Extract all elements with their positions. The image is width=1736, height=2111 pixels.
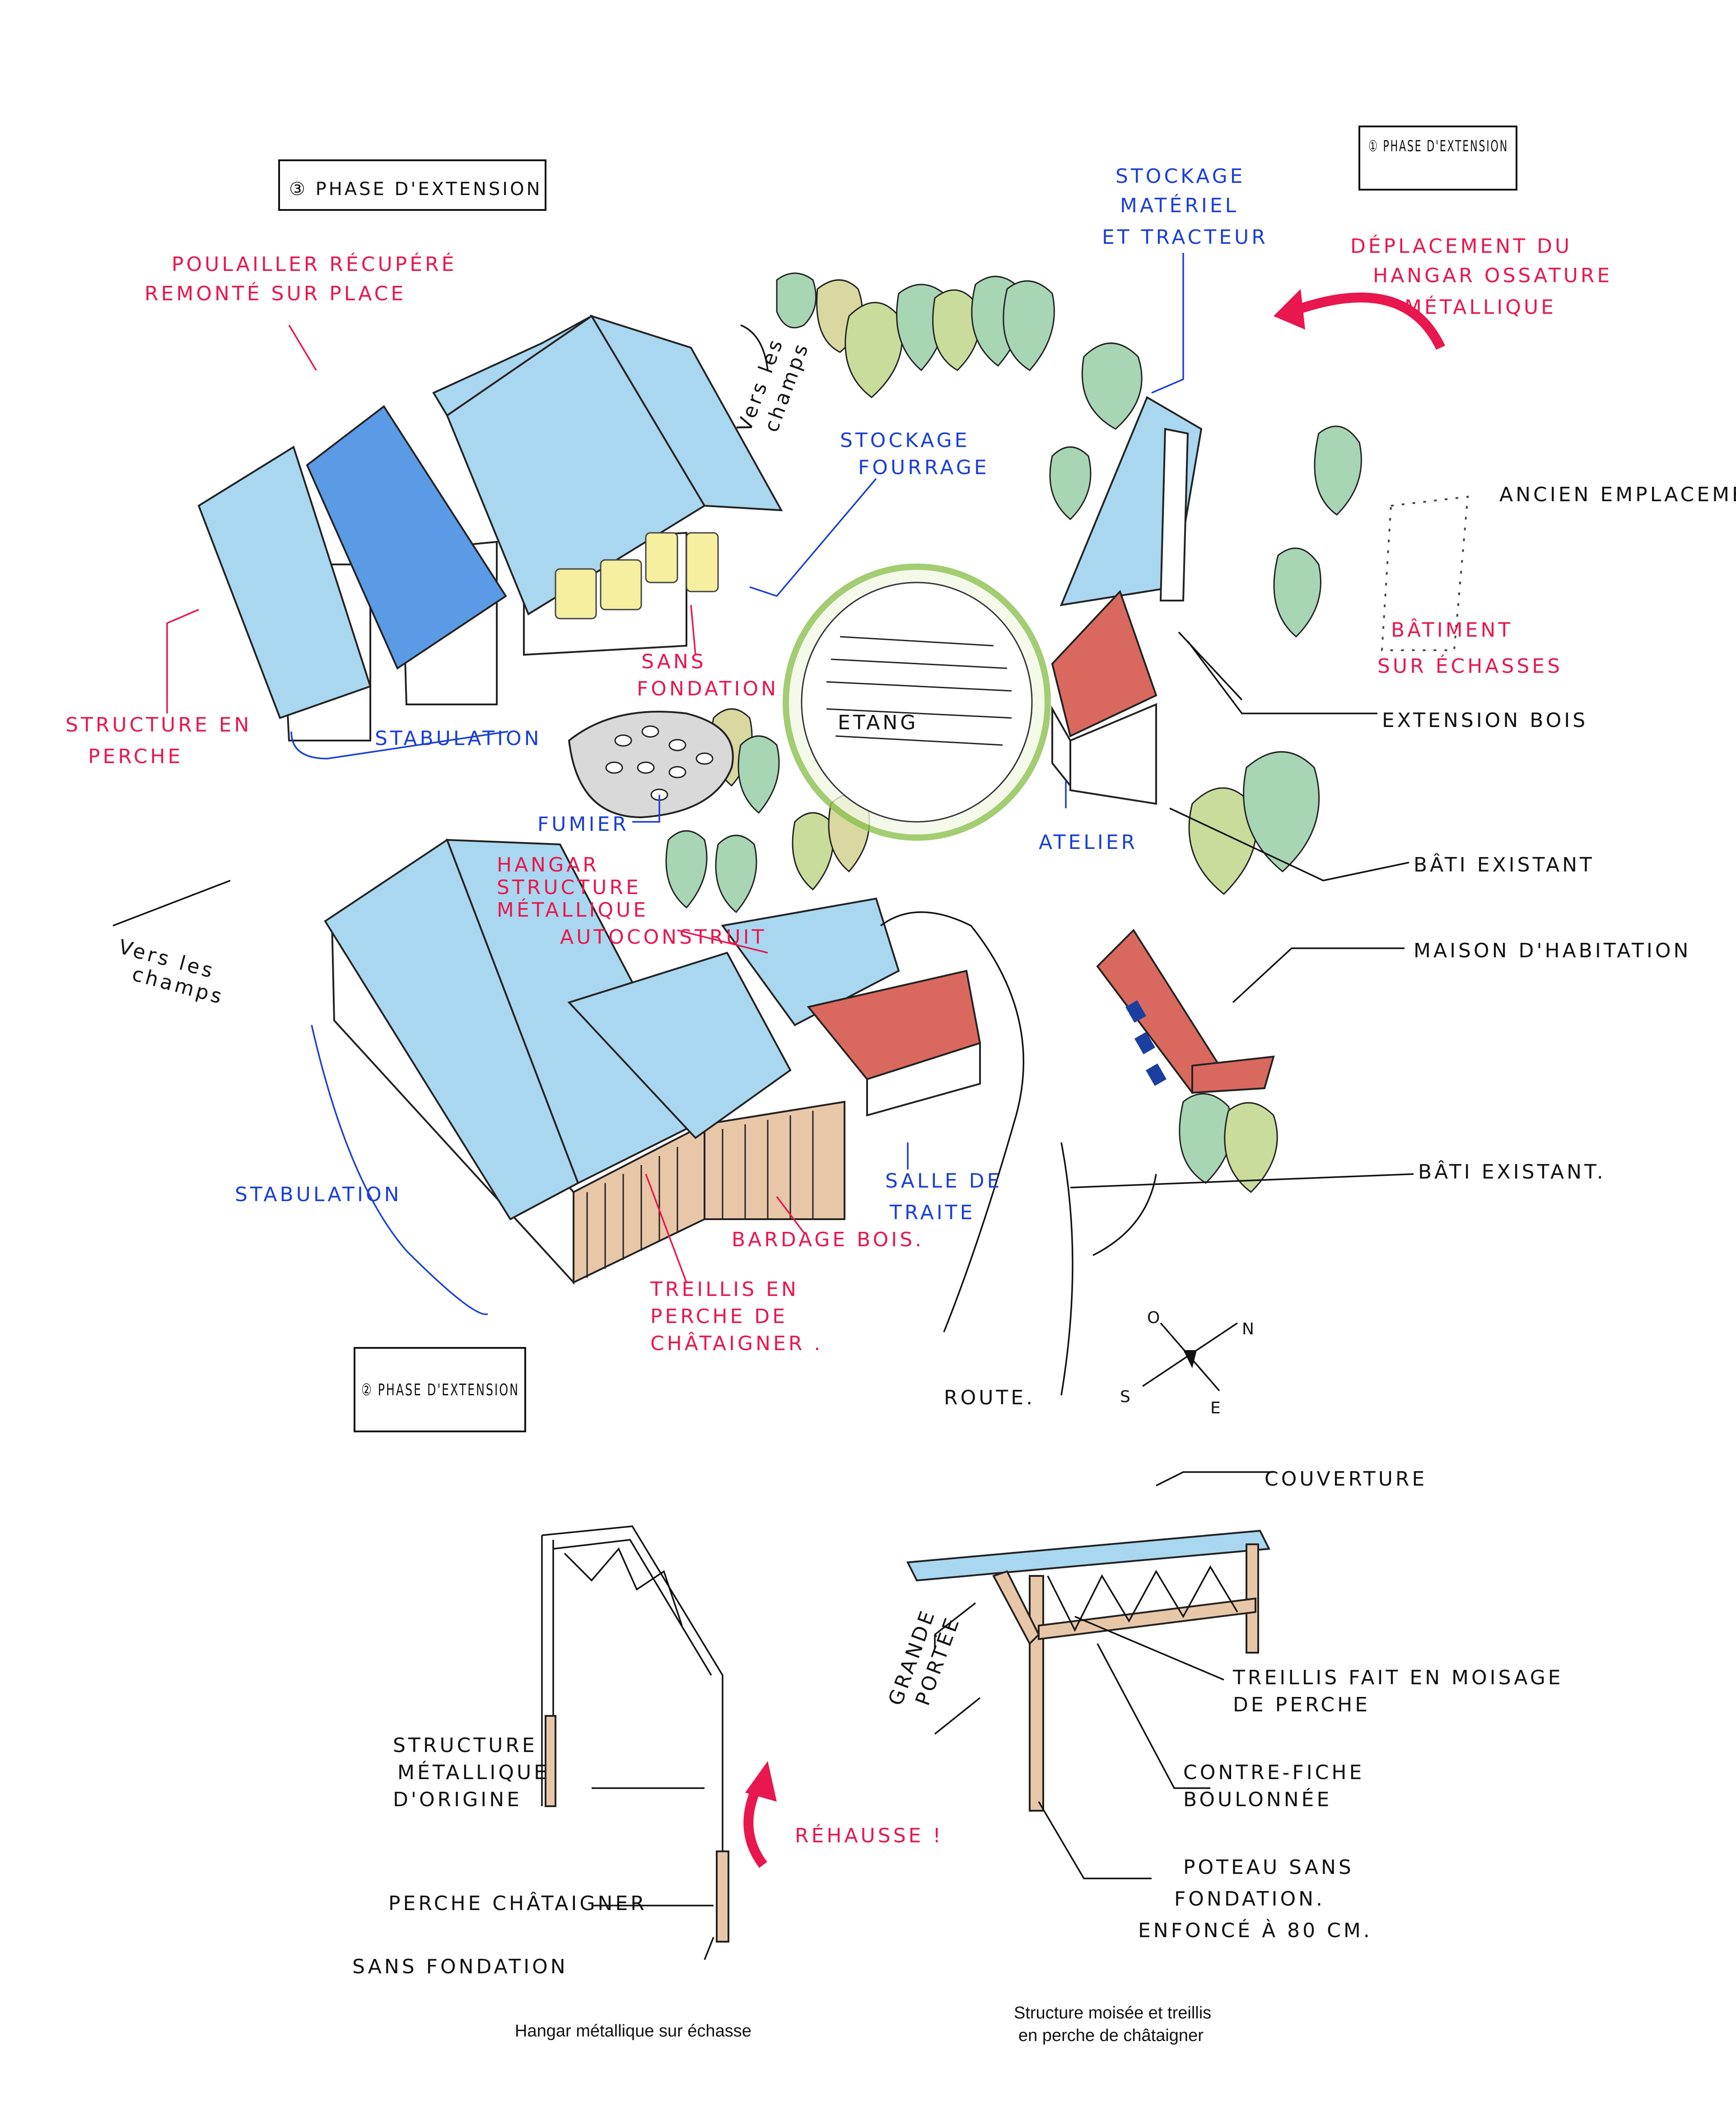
compass-o: O — [1147, 1309, 1160, 1327]
stabulation-bottom-building — [324, 838, 981, 1285]
route-label: ROUTE. — [944, 1386, 1035, 1409]
rehausse-arrowhead — [745, 1761, 777, 1802]
sans-fondation-line1: SANS — [641, 650, 706, 673]
phase1-box: ① PHASE D'EXTENSION — [1358, 126, 1517, 191]
stabulation-top-building — [197, 314, 783, 741]
structure-line1: STRUCTURE — [393, 1734, 537, 1757]
extension-bois-label: EXTENSION BOIS — [1382, 709, 1588, 732]
couverture-roof — [906, 1529, 1271, 1582]
compass-n: N — [1242, 1320, 1254, 1338]
salle-traite-line1: SALLE DE — [885, 1170, 1002, 1193]
poteau-line3: ENFONCÉ À 80 CM. — [1138, 1918, 1372, 1942]
perche-label: PERCHE CHÂTAIGNER — [388, 1891, 647, 1915]
red-leaders — [166, 325, 805, 1283]
fumier-label: FUMIER — [537, 813, 629, 836]
perche-right — [716, 1850, 729, 1943]
atelier-label: ATELIER — [1039, 831, 1138, 854]
poteau-line2: FONDATION. — [1174, 1887, 1325, 1911]
stockage-fourrage-line1: STOCKAGE — [840, 429, 970, 452]
structure-perche-line2: PERCHE — [88, 745, 183, 768]
fumier-pile — [568, 711, 734, 819]
deplacement-line2: HANGAR OSSATURE — [1373, 264, 1612, 287]
poulailler-line2: REMONTÉ SUR PLACE — [145, 281, 406, 305]
stabulation-bottom-label: STABULATION — [235, 1183, 402, 1206]
hangar-line4: AUTOCONSTRUIT — [560, 926, 767, 949]
contre-fiche-line2: BOULONNÉE — [1183, 1787, 1332, 1811]
bati-existant-2-label: BÂTI EXISTANT. — [1418, 1160, 1606, 1184]
treillis-detail-line1: TREILLIS FAIT EN MOISAGE — [1232, 1666, 1563, 1689]
detail-hangar-echasse: STRUCTURE MÉTALLIQUE D'ORIGINE PERCHE CH… — [352, 1525, 751, 2041]
atelier-building — [1051, 396, 1203, 805]
caption-right-line1: Structure moisée et treillis — [1014, 2004, 1211, 2022]
roads — [880, 911, 1157, 1396]
deplacement-line1: DÉPLACEMENT DU — [1350, 234, 1572, 258]
maison-label: MAISON D'HABITATION — [1414, 939, 1691, 962]
sans-fondation-detail-label: SANS FONDATION — [352, 1955, 568, 1978]
structure-line3: D'ORIGINE — [393, 1788, 522, 1811]
treillis-detail-line2: DE PERCHE — [1233, 1693, 1370, 1716]
poteau-line1: POTEAU SANS — [1183, 1856, 1354, 1879]
bati-existant-1-label: BÂTI EXISTANT — [1414, 853, 1595, 876]
phase1-label: ① PHASE D'EXTENSION — [1368, 137, 1508, 155]
caption-right-line2: en perche de châtaigner — [1018, 2026, 1204, 2045]
treillis-line3: CHÂTAIGNER . — [650, 1331, 823, 1355]
phase2-box: ② PHASE D'EXTENSION — [354, 1347, 526, 1432]
tree-cluster-top — [776, 272, 1055, 398]
batiment-line1: BÂTIMENT — [1391, 618, 1513, 642]
structure-perche-line1: STRUCTURE EN — [65, 713, 252, 736]
stockage-materiel-line2: MATÉRIEL — [1120, 193, 1239, 217]
stockage-materiel-line1: STOCKAGE — [1115, 165, 1245, 188]
compass-s: S — [1120, 1388, 1130, 1406]
blue-leaders — [290, 253, 1184, 1315]
batiment-line2: SUR ÉCHASSES — [1377, 654, 1563, 678]
tree-cluster-right — [1049, 342, 1362, 1193]
rehausse-label: RÉHAUSSE ! — [795, 1823, 943, 1847]
black-annotations: Vers les champs Vers les champs ANCIEN E… — [116, 335, 1736, 1409]
moise-beam — [1038, 1597, 1256, 1640]
blue-annotations: STOCKAGE MATÉRIEL ET TRACTEUR STOCKAGE F… — [235, 165, 1268, 1224]
hangar-line1: HANGAR — [497, 853, 599, 876]
deplacement-arrowhead — [1274, 289, 1305, 330]
treillis-line1: TREILLIS EN — [650, 1278, 799, 1301]
phase3-label: ③ PHASE D'EXTENSION — [289, 179, 542, 200]
stockage-fourrage-line2: FOURRAGE — [858, 456, 989, 479]
deplacement-line3: MÉTALLIQUE — [1405, 295, 1556, 319]
post-left — [1029, 1575, 1044, 1812]
phase2-label: ② PHASE D'EXTENSION — [361, 1381, 519, 1399]
caption-left: Hangar métallique sur échasse — [515, 2022, 751, 2041]
perche-left — [545, 1715, 556, 1807]
maison-building — [1096, 928, 1275, 1095]
bardage-label: BARDAGE BOIS. — [732, 1228, 924, 1251]
structure-line2: MÉTALLIQUE — [397, 1760, 549, 1784]
salle-traite-line2: TRAITE — [889, 1201, 975, 1224]
poulailler-line1: POULAILLER RÉCUPÉRÉ — [172, 252, 457, 276]
hangar-line3: MÉTALLIQUE — [497, 898, 649, 922]
stockage-materiel-line3: ET TRACTEUR — [1102, 226, 1268, 249]
black-leaders — [112, 324, 1414, 1188]
contre-fiche-line1: CONTRE-FICHE — [1183, 1761, 1364, 1784]
treillis-line2: PERCHE DE — [650, 1305, 788, 1328]
ancien-label: ANCIEN EMPLACEMENT — [1499, 483, 1736, 506]
hay-bales — [555, 532, 719, 620]
compass-e: E — [1210, 1399, 1221, 1417]
phase3-box: ③ PHASE D'EXTENSION — [278, 159, 546, 211]
detail-structure-moisee: COUVERTURE GRANDE PORTÉE TREILLIS FAIT E… — [884, 1468, 1563, 2045]
sans-fondation-line2: FONDATION — [637, 677, 779, 700]
etang-label: ETANG — [838, 711, 918, 734]
hangar-line2: STRUCTURE — [497, 876, 641, 899]
couverture-label: COUVERTURE — [1265, 1468, 1427, 1491]
pond: ETANG — [783, 564, 1051, 841]
compass: O N S E — [1120, 1309, 1254, 1417]
deplacement-arrow — [1290, 292, 1445, 350]
red-annotations: POULAILLER RÉCUPÉRÉ REMONTÉ SUR PLACE ST… — [65, 234, 1612, 1847]
